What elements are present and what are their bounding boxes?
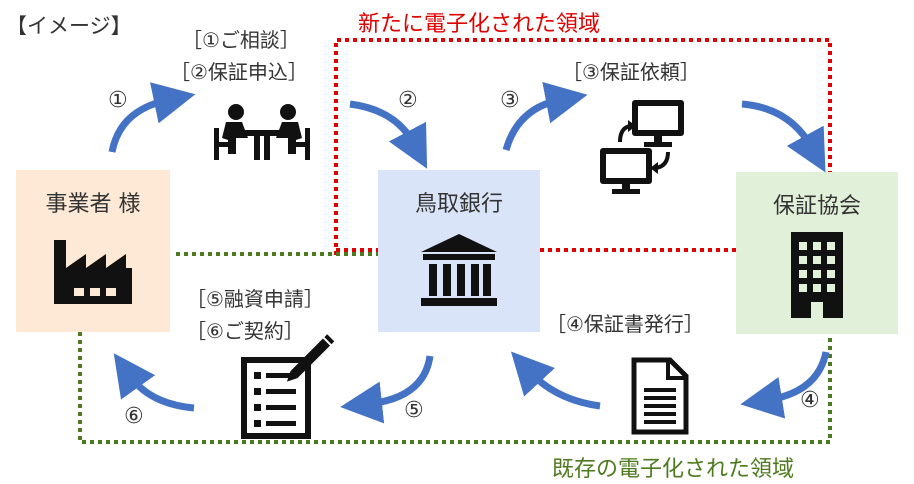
business-node-label: 事業者 様 [45,192,141,217]
bank-building-icon [421,234,497,306]
business-node: 事業者 様 [16,170,170,332]
step1-label: ［①ご相談］ [182,28,300,52]
guarantee-node-label: 保証協会 [772,194,861,219]
step6-marker: ⑥ [124,404,144,429]
office-building-icon [791,232,843,318]
computer-sync-icon [600,100,684,194]
step5-label: ［⑤融資申請］ [186,287,324,311]
arrow-step6 [113,353,195,412]
bank-node-label: 鳥取銀行 [414,192,503,217]
document-icon [631,357,689,435]
existing-area-label: 既存の電子化された領域 [552,457,795,482]
step4-label: ［④保証書発行］ [546,312,704,336]
arrow-step5 [340,355,434,424]
step3-marker: ③ [500,88,520,113]
step2-marker: ② [398,88,418,113]
arrow-step4 [740,351,830,419]
new-area-border [334,38,832,255]
factory-icon [54,240,132,304]
arrow-step3 [502,81,588,152]
step2-label: ［②保証申込］ [170,60,308,84]
contract-checklist-icon [241,334,335,439]
arrow-step4-to-bank [510,351,601,410]
step5-marker: ⑤ [404,398,424,423]
arrow-step-pc-to-guarantee [741,100,826,173]
arrow-step2 [349,100,428,169]
existing-area-border [78,332,832,444]
meeting-icon [214,104,310,160]
new-area-label: 新たに電子化された領域 [358,12,601,37]
step4-marker: ④ [800,388,820,413]
step6-label: ［⑥ご契約］ [186,319,304,343]
guarantee-node: 保証協会 [736,172,898,334]
bank-node: 鳥取銀行 [378,170,540,332]
arrow-step1 [108,82,196,153]
step3-label: ［③保証依頼］ [562,60,700,84]
step1-marker: ① [108,88,128,113]
image-label: 【イメージ】 [6,14,132,38]
